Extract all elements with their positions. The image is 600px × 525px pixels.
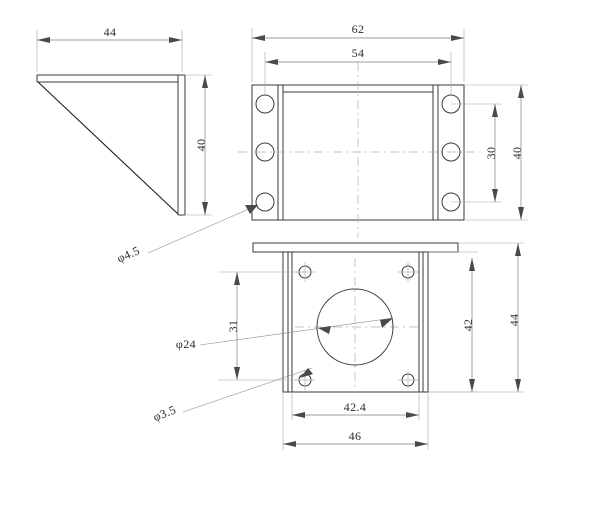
dim-label-42: 42 bbox=[461, 319, 475, 332]
arrow-31-bottom bbox=[234, 367, 240, 380]
arrow-30-top bbox=[492, 104, 498, 117]
note-label-phi24: φ24 bbox=[176, 337, 196, 351]
bottom-central-bore bbox=[316, 288, 394, 366]
arrow-40-bottom bbox=[202, 202, 208, 215]
dim-label-424: 42.4 bbox=[344, 400, 367, 414]
dim-label-46: 46 bbox=[349, 429, 362, 443]
arrow-phi35 bbox=[300, 368, 313, 378]
arrow-46-right bbox=[415, 441, 428, 447]
arrow-54-right bbox=[438, 59, 451, 65]
bottom-body-outline bbox=[282, 251, 429, 393]
front-hole-right-middle bbox=[441, 142, 461, 162]
bottom-top-plate bbox=[252, 242, 459, 253]
dim-label-40-right: 40 bbox=[510, 147, 524, 160]
arrow-46-left bbox=[283, 441, 296, 447]
dim-label-44-bottom-view: 44 bbox=[507, 314, 521, 327]
arrow-44-left bbox=[37, 37, 50, 43]
arrow-42-top bbox=[469, 258, 475, 271]
dim-label-54: 54 bbox=[352, 46, 365, 60]
front-hole-left-top bbox=[255, 94, 275, 114]
dim-label-44-top: 44 bbox=[104, 25, 117, 39]
arrow-44b-bottom bbox=[515, 379, 521, 392]
arrow-31-top bbox=[234, 272, 240, 285]
arrow-40-top bbox=[202, 75, 208, 88]
arrow-424-left bbox=[292, 412, 305, 418]
arrow-phi24-right bbox=[380, 318, 393, 328]
arrow-62-right bbox=[451, 35, 464, 41]
front-hole-left-bottom bbox=[255, 192, 275, 212]
arrow-phi45 bbox=[245, 205, 258, 214]
arrow-424-right bbox=[406, 412, 419, 418]
arrow-42-bottom bbox=[469, 379, 475, 392]
dim-label-40-left-view: 40 bbox=[194, 139, 208, 152]
arrow-54-left bbox=[265, 59, 278, 65]
arrow-44-right bbox=[169, 37, 182, 43]
front-hole-left-middle bbox=[255, 142, 275, 162]
arrow-40r-bottom bbox=[518, 207, 524, 220]
leader-line-phi35 bbox=[182, 367, 313, 413]
dim-label-31: 31 bbox=[226, 320, 240, 333]
side-profile-view: 44 40 bbox=[36, 25, 212, 216]
dim-label-30: 30 bbox=[484, 147, 498, 160]
leader-line-phi45 bbox=[147, 204, 259, 254]
note-label-phi35: φ3.5 bbox=[151, 402, 178, 424]
arrow-62-left bbox=[252, 35, 265, 41]
arrow-phi24-left bbox=[318, 326, 331, 334]
arrow-30-bottom bbox=[492, 189, 498, 202]
bottom-view: 31 φ24 φ3.5 42 44 bbox=[151, 242, 524, 450]
arrow-40r-top bbox=[518, 85, 524, 98]
profile-diagonal-gusset bbox=[37, 81, 179, 215]
arrow-44b-top bbox=[515, 243, 521, 256]
front-view: 62 54 30 40 φ4.5 bbox=[115, 22, 528, 266]
note-label-phi45: φ4.5 bbox=[115, 243, 142, 265]
dim-label-62: 62 bbox=[352, 22, 365, 36]
leader-line-phi24 bbox=[199, 317, 394, 346]
